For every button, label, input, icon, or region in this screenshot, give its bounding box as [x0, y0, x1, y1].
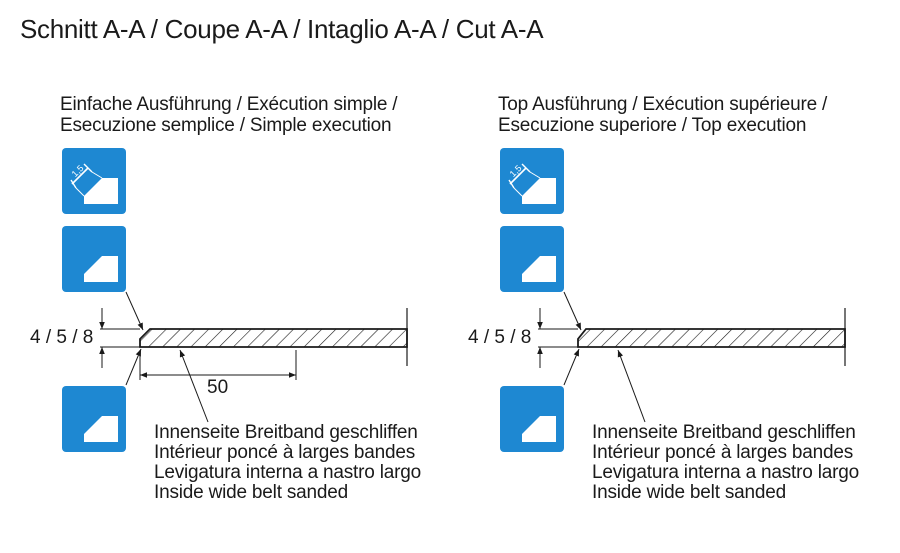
- right-profile: [537, 291, 846, 423]
- left-note-line: Innenseite Breitband geschliffen: [154, 422, 418, 443]
- left-width-label: 50: [207, 377, 229, 398]
- left-heading-line2: Esecuzione semplice / Simple execution: [60, 115, 392, 136]
- left-note-line: Intérieur poncé à larges bandes: [154, 442, 416, 463]
- left-note-line: Inside wide belt sanded: [154, 482, 348, 503]
- right-thickness-label: 4 / 5 / 8: [468, 327, 532, 348]
- chamfer-edge-icon: [62, 226, 126, 292]
- right-heading: Top Ausführung / Exécution supérieure / …: [498, 94, 827, 136]
- right-note-line: Innenseite Breitband geschliffen: [592, 422, 856, 443]
- left-thickness-label: 4 / 5 / 8: [30, 327, 94, 348]
- right-note: Innenseite Breitband geschliffen Intérie…: [592, 423, 859, 503]
- chamfer-dimension-icon: 1,5: [500, 148, 564, 214]
- right-note-line: Intérieur poncé à larges bandes: [592, 442, 854, 463]
- chamfer-dimension-icon: 1,5: [62, 148, 126, 214]
- left-note-line: Levigatura interna a nastro largo: [154, 462, 421, 483]
- right-note-line: Inside wide belt sanded: [592, 482, 786, 503]
- page-title: Schnitt A-A / Coupe A-A / Intaglio A-A /…: [20, 14, 544, 44]
- left-profile: [99, 291, 408, 423]
- left-note: Innenseite Breitband geschliffen Intérie…: [154, 423, 421, 503]
- right-heading-line2: Esecuzione superiore / Top execution: [498, 115, 807, 136]
- chamfer-edge-icon: [500, 386, 564, 452]
- right-note-line: Levigatura interna a nastro largo: [592, 462, 859, 483]
- right-heading-line1: Top Ausführung / Exécution supérieure /: [498, 94, 828, 115]
- chamfer-edge-icon: [500, 226, 564, 292]
- chamfer-edge-icon: [62, 386, 126, 452]
- left-heading: Einfache Ausführung / Exécution simple /…: [60, 94, 398, 136]
- left-heading-line1: Einfache Ausführung / Exécution simple /: [60, 94, 398, 115]
